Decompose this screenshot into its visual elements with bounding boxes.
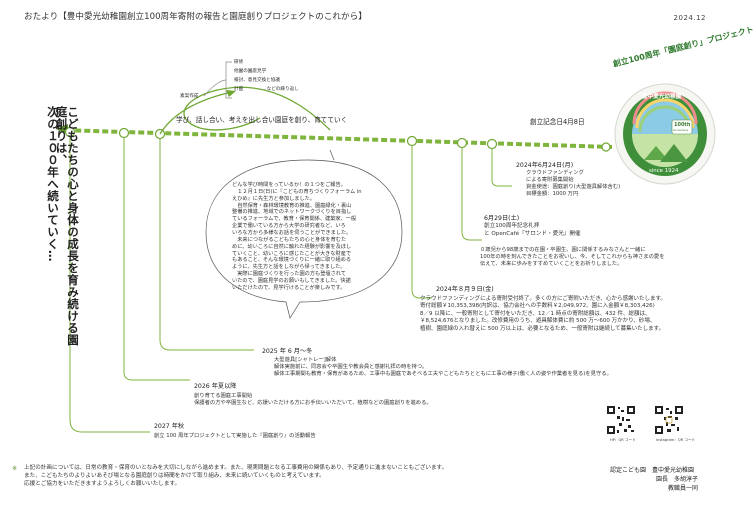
bubble-line: 自然保育・森林環境教育の推進、園庭緑化・裏山 (232, 202, 352, 209)
footer-line: 応援とご協力をいただきますようよろしくお願いいたします。 (24, 480, 181, 487)
vertical-headline-line-2: 次の１００年へ続いていく… (46, 106, 60, 262)
event-body-2025: 大型遊具[シャトレー]解体 解体実施前に、同窓会や卒園生や教会員と感謝礼拝の時を… (274, 357, 612, 378)
event-date-jun29: 6月29日(土) (484, 215, 520, 222)
event-line: 植樹、園庭緑の入れ替えに 500 万以上は、必要となるため、一般寄附は継続して募… (420, 325, 665, 332)
event-line: クラウドファンディング (526, 170, 584, 176)
event-line: 寄付総額￥10,353,398(内訳は、協力会社への手数料￥2,049,972、… (420, 303, 655, 310)
timeline-headline: 学び、話し合い、考えを出し合い園庭を創り、育てていく (176, 116, 348, 124)
emblem-badge-sub: anniversary (673, 129, 689, 132)
signature-line: 園長 多胡淳子 (656, 476, 699, 483)
bubble-line: いただけたので、見学行けることが楽しみです。 (232, 284, 346, 291)
event-line: ０歳児から98歳までの在園・卒園生、園に関係するみなさんと一緒に (480, 247, 646, 253)
event-line: 資金使途：園庭創り(大型遊具解体含む) (526, 184, 621, 191)
event-line: クラウドファンディングによる寄附受付終了。多くの方にご寄附いただき、心から感謝い… (420, 296, 666, 302)
node-aug (406, 135, 418, 147)
emblem-graphic (614, 83, 716, 185)
event-date-aug09: 2024年８月９日(金) (436, 286, 494, 293)
bubble-line: えひめ』に先生方と参加しました。 (232, 195, 316, 202)
event-line: ￥8,524,676となりました。改修費用のうち、遊具解体費に約 500 万〜6… (420, 318, 656, 325)
page-title: おたより【豊中愛光幼稚園創立100周年寄附の報告と園庭創りプロジェクトのこれから… (24, 12, 367, 22)
event-line: 創立100周年記念礼拝 (484, 223, 540, 229)
bubble-line: ていくこと、幼いころに感じたことが大きな財産で (232, 250, 352, 257)
event-line: 8／9 以降に、一般寄附として寄付をいただき、12／1 時点の寄附総額は、432… (420, 310, 651, 317)
event-date-2025: 2025 年 6 月〜冬 (262, 348, 313, 355)
bubble-line: １２月１日(日)に『こどもの育ちづくりフォーラム in (232, 188, 362, 195)
timeline-graphic (56, 61, 716, 433)
vertical-headline-line-1: こどもたちの心と身体の成長を育み続ける園庭創りは、 (54, 106, 81, 346)
cycle-source-label: 素案作成 (180, 94, 199, 99)
event-line: 大型遊具[シャトレー]解体 (274, 357, 337, 363)
speech-bubble-outline (205, 159, 403, 319)
timeline-branches (69, 132, 512, 433)
emblem-since-text: since 1924 (649, 168, 679, 174)
hp-qr-caption: HP：QR コード (610, 438, 636, 442)
footer-bullet-icon: ※ (12, 465, 18, 472)
event-date-jun24: 2024年6月24日(月) (516, 162, 574, 169)
instagram-qr-caption: Instagram：QR コード (656, 438, 696, 442)
bubble-line: いたので、園庭見学のお願いもしてきました。快諾 (232, 278, 351, 285)
bubble-line: めに、幼いころに自然に触れた経験が影響を及ぼし (232, 243, 352, 250)
event-line: による寄附募集開始 (526, 177, 574, 184)
event-body-2026: 創り育てる園庭工事開始 保護者の方や卒園生など、応援いただける方にお手伝いいただ… (194, 393, 432, 407)
founding-day-label: 創立記念日4月8日 (530, 118, 585, 126)
event-body-jun29: 創立100周年記念礼拝 と OpenCafé『サロンド・愛光』開催 (484, 223, 581, 238)
event-line: 100年の時を刻んできたことをお祝いし、今、そしてこれからも神さまの愛を (480, 254, 665, 261)
vertical-headline: こどもたちの心と身体の成長を育み続ける園庭創りは、 次の１００年へ続いていく… (14, 106, 86, 356)
event-date-2027: 2027 年秋 (154, 423, 185, 430)
node-2026 (118, 127, 130, 139)
node-2027 (64, 126, 76, 138)
cycle-item: 研修 (234, 60, 244, 65)
bubble-line: 実際に園庭づくりを行った園の方も登壇されて (232, 271, 346, 278)
bubble-line: 企業で働いている方から大学の研究者など、いろ (232, 223, 346, 230)
signature-block: 認定こども園 豊中愛光幼稚園 園長 多胡淳子 教職員一同 (610, 466, 698, 493)
event-body-jun24: クラウドファンディング による寄附募集開始 資金使途：園庭創り(大型遊具解体含む… (526, 170, 620, 199)
node-founding (601, 142, 611, 152)
cycle-loop (159, 61, 331, 135)
event-date-2026: 2026 年夏以降 (194, 383, 237, 390)
cycle-item: 検討、意見交換と協議 (234, 78, 280, 83)
event-body-2027: 創立 100 周年プロジェクトとして実施した『園庭創り』の活動報告 (154, 433, 316, 440)
signature-line: 教職員一同 (668, 485, 699, 492)
event-line: 伝えて、未来に歩みをすすめていくことをお祈りしました。 (480, 261, 623, 268)
footer-line: また、こどもたちのよりよいあそび場となる園庭創りは時間をかけて取り組み、未来に続… (24, 472, 325, 479)
footer-notes: 上記の計画については、日常の教育・保育のいとなみを大切にしながら進めます。また、… (24, 465, 447, 489)
event-line: 目標金額：1000 万円 (526, 191, 579, 198)
cycle-item: 計画 (234, 87, 244, 92)
event-line: 解体実施前に、同窓会や卒園生や教会員と感謝礼拝の時を持つ。 (274, 364, 428, 371)
bubble-line: ように、先生方と話をしながら帰ってきました。 (232, 264, 346, 271)
bubble-line: ているフォーラムで、教育・保育関係、建築家、一般 (232, 216, 357, 223)
event-line: 創立 100 周年プロジェクトとして実施した『園庭創り』の活動報告 (154, 433, 316, 439)
event-line: 解体工事期間も教育・保育があるため、工事中も園庭であそべる工夫やこどもたちととも… (274, 371, 612, 378)
footer-line: 上記の計画については、日常の教育・保育のいとなみを大切にしながら進めます。また、… (24, 465, 448, 471)
signature-line: 認定こども園 豊中愛光幼稚園 (610, 467, 695, 474)
node-jun24 (486, 138, 498, 150)
event-line: と OpenCafé『サロンド・愛光』開催 (484, 230, 581, 237)
cycle-item: …などの繰り返し (262, 87, 299, 92)
bubble-line: どんな学び時間をっているか！の１つをご報告。 (232, 182, 346, 188)
issue-date: 2024.12 (673, 14, 706, 22)
cycle-item: 他園の園庭見学 (234, 69, 267, 74)
bubble-line: 未来につながるこどもたちの心と身体を育むた (232, 236, 347, 243)
bubble-line: もあること、そんな環境づくりに一緒に取り組める (232, 257, 352, 264)
bubble-line: いろな方から多様なお話を伺うことができました。 (232, 230, 352, 237)
timeline-main-line (56, 124, 613, 149)
emblem-ring-text: 豊中愛光幼稚園 (642, 94, 682, 100)
event-note-jun29: ０歳児から98歳までの在園・卒園生、園に関係するみなさんと一緒に 100年の時を… (480, 247, 665, 268)
node-jun29 (456, 137, 468, 149)
event-line: 創り育てる園庭工事開始 (194, 393, 253, 399)
event-line: 保護者の方や卒園生など、応援いただける方にお手伝いいただいて、植樹などの園庭創り… (194, 400, 432, 407)
bubble-report-text: どんな学び時間をっているか！の１つをご報告。 １２月１日(日)に『こどもの育ちづ… (232, 182, 404, 292)
hp-qr-code[interactable] (606, 405, 636, 435)
emblem-badge-number: 100th (674, 122, 691, 128)
bubble-line: 整備の推進、地域でのネットワークづくりを目指し (232, 209, 352, 216)
instagram-qr-code[interactable] (654, 405, 684, 435)
event-body-aug09: クラウドファンディングによる寄附受付終了。多くの方にご寄附いただき、心から感謝い… (420, 296, 666, 333)
